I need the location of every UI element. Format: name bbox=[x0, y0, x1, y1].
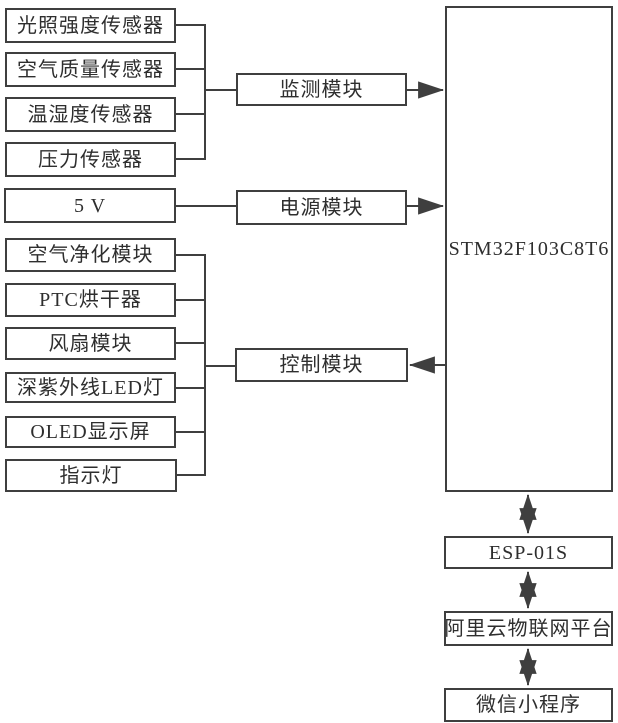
wire-sensors-bus bbox=[176, 24, 236, 160]
wire-actuators-bus bbox=[176, 254, 235, 476]
node-ptc-dryer: PTC烘干器 bbox=[5, 283, 176, 317]
node-oled-display: OLED显示屏 bbox=[5, 416, 176, 448]
node-monitor-module: 监测模块 bbox=[236, 73, 407, 106]
node-cloud-platform: 阿里云物联网平台 bbox=[444, 611, 613, 646]
node-mcu: STM32F103C8T6 bbox=[445, 6, 613, 492]
node-temp-humidity-sensor: 温湿度传感器 bbox=[5, 97, 176, 132]
node-power-5v: 5 V bbox=[4, 188, 176, 223]
node-fan-module: 风扇模块 bbox=[5, 327, 176, 360]
node-light-sensor: 光照强度传感器 bbox=[5, 8, 176, 43]
node-control-module: 控制模块 bbox=[235, 348, 408, 382]
node-air-quality-sensor: 空气质量传感器 bbox=[5, 52, 176, 87]
node-wifi-module: ESP-01S bbox=[444, 536, 613, 569]
node-mini-program: 微信小程序 bbox=[444, 688, 613, 722]
node-uv-led: 深紫外线LED灯 bbox=[5, 372, 176, 403]
node-indicator-light: 指示灯 bbox=[5, 459, 177, 492]
node-air-purifier: 空气净化模块 bbox=[5, 238, 176, 272]
node-pressure-sensor: 压力传感器 bbox=[5, 142, 176, 177]
node-power-module: 电源模块 bbox=[236, 190, 407, 225]
